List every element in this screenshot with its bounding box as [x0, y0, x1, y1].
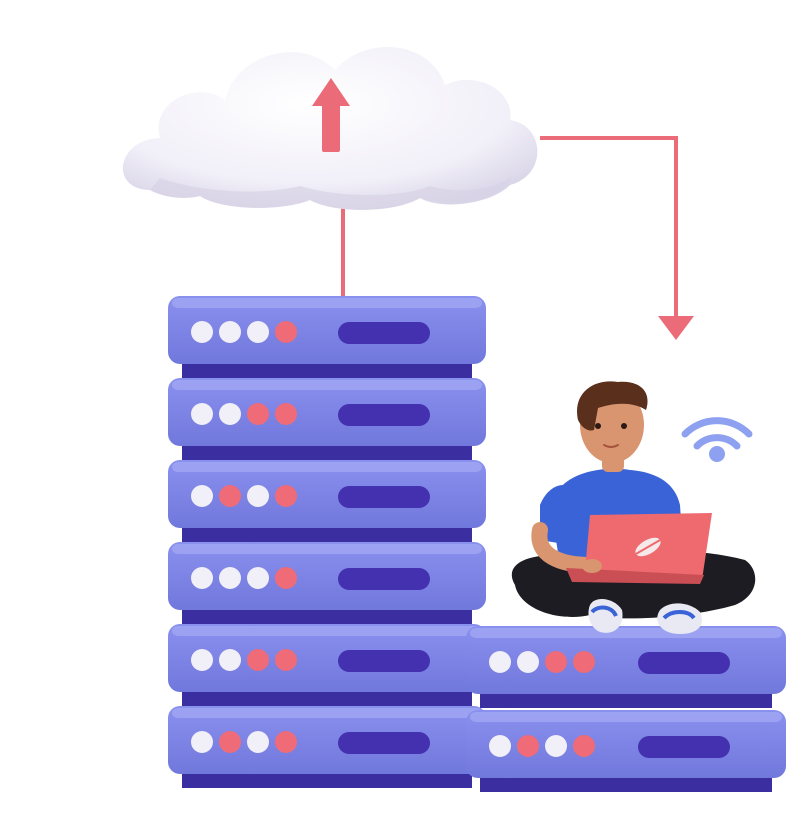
short-server-unit-1: [466, 626, 786, 708]
status-led-white: [247, 731, 269, 753]
drive-slot: [338, 404, 430, 426]
status-led-red: [545, 651, 567, 673]
drive-slot: [638, 652, 730, 674]
status-led-white: [489, 651, 511, 673]
hair: [577, 381, 648, 431]
status-led-red: [517, 735, 539, 757]
status-led-white: [219, 649, 241, 671]
tall-server-unit-4: [168, 542, 486, 624]
status-led-white: [191, 567, 213, 589]
connection-lines: [341, 136, 694, 340]
short-server-unit-2: [466, 710, 786, 792]
status-led-white: [191, 403, 213, 425]
tall-server-unit-2: [168, 378, 486, 460]
status-led-white: [191, 649, 213, 671]
tall-server-unit-1: [168, 296, 486, 378]
status-led-white: [247, 321, 269, 343]
status-led-red: [275, 485, 297, 507]
laptop: [566, 513, 712, 584]
status-led-red: [573, 651, 595, 673]
arrow-up-icon: [312, 78, 350, 152]
status-led-white: [219, 321, 241, 343]
tall-server-unit-3: [168, 460, 486, 542]
status-led-red: [275, 731, 297, 753]
status-led-red: [573, 735, 595, 757]
status-led-white: [247, 485, 269, 507]
status-led-red: [219, 731, 241, 753]
shoe-right: [657, 603, 702, 634]
status-led-red: [275, 321, 297, 343]
status-led-red: [275, 649, 297, 671]
drive-slot: [338, 322, 430, 344]
status-led-white: [219, 567, 241, 589]
status-led-red: [247, 649, 269, 671]
arrow-down-icon: [658, 316, 694, 340]
drive-slot: [638, 736, 730, 758]
tall-server-unit-6: [168, 706, 486, 788]
tall-server-unit-5: [168, 624, 486, 706]
status-led-white: [247, 567, 269, 589]
status-led-red: [275, 403, 297, 425]
status-led-white: [489, 735, 511, 757]
status-led-white: [219, 403, 241, 425]
status-led-white: [191, 485, 213, 507]
drive-slot: [338, 650, 430, 672]
wifi-icon: [681, 417, 753, 462]
status-led-red: [247, 403, 269, 425]
status-led-white: [191, 731, 213, 753]
leaf-icon: [635, 537, 661, 557]
drive-slot: [338, 732, 430, 754]
download-line: [540, 136, 678, 318]
server-stack-short: [466, 626, 786, 792]
status-led-white: [545, 735, 567, 757]
status-led-red: [275, 567, 297, 589]
server-stack-tall: [168, 296, 486, 788]
status-led-white: [517, 651, 539, 673]
drive-slot: [338, 568, 430, 590]
drive-slot: [338, 486, 430, 508]
status-led-red: [219, 485, 241, 507]
status-led-white: [191, 321, 213, 343]
person-with-laptop: [511, 381, 756, 634]
